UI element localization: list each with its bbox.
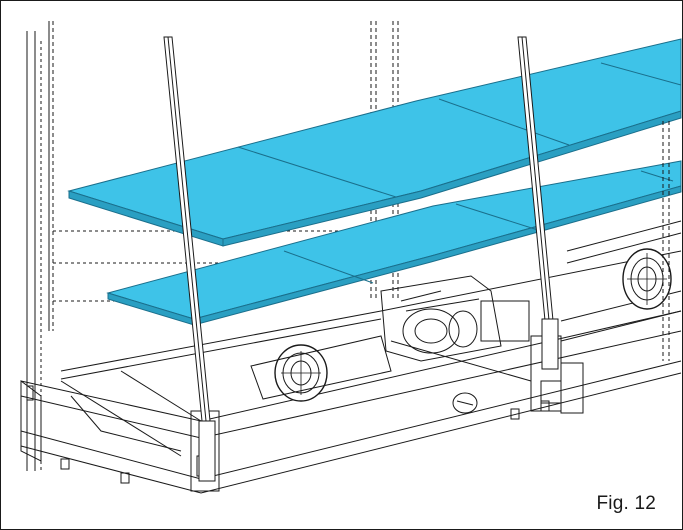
right-end-rails (566, 121, 682, 361)
evaporator-fan-right (622, 248, 672, 310)
evaporator-fan-left (250, 335, 392, 402)
compressor-unit (380, 275, 532, 414)
base-chassis (20, 250, 682, 494)
uprights (163, 36, 559, 482)
figure-caption: Fig. 12 (596, 493, 656, 514)
